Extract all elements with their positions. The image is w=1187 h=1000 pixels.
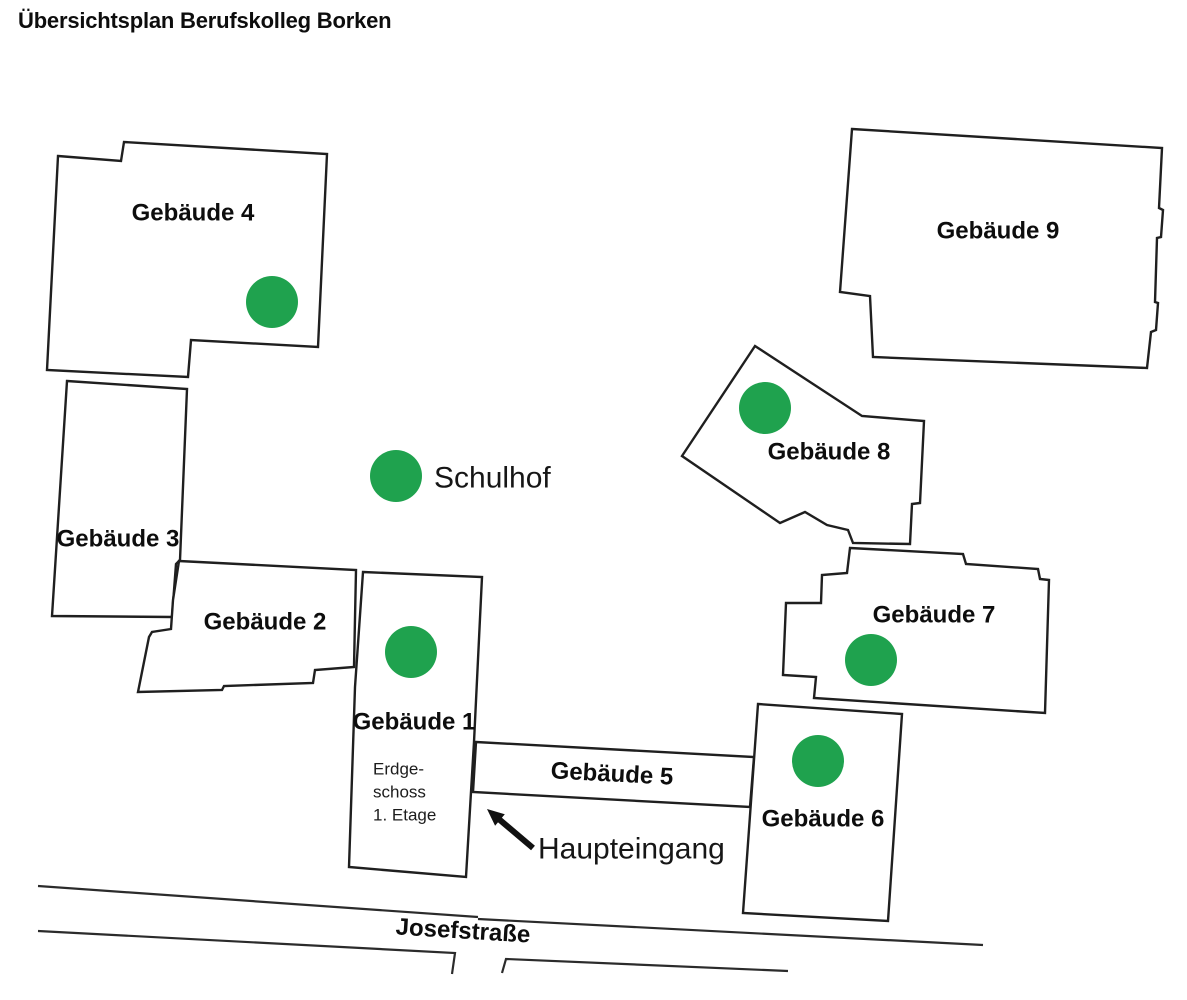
gebaeude-4-outline — [45, 140, 329, 379]
gebaeude-6-outline — [741, 702, 904, 923]
gebaeude-1-sublabel-2: schoss — [373, 783, 426, 802]
schulhof-label: Schulhof — [434, 462, 551, 495]
haupteingang-label: Haupteingang — [538, 833, 725, 866]
building-gebaeude-7: Gebäude 7 — [781, 546, 1051, 715]
gebaeude-9-label: Gebäude 9 — [937, 218, 1060, 245]
building-gebaeude-2: Gebäude 2 — [136, 559, 358, 694]
gebaeude-1-outline — [347, 570, 484, 879]
schulhof: Schulhof — [370, 450, 551, 502]
gebaeude-1-label: Gebäude 1 — [353, 709, 476, 736]
gebaeude-4-marker-dot — [246, 276, 298, 328]
building-gebaeude-5: Gebäude 5 — [471, 740, 756, 809]
street-line-1 — [37, 884, 479, 919]
building-gebaeude-1: Gebäude 1 Erdge-schoss 1. Etage — [347, 570, 484, 879]
gebaeude-3-label: Gebäude 3 — [57, 526, 180, 553]
gebaeude-9-outline — [838, 127, 1165, 370]
building-gebaeude-6: Gebäude 6 — [741, 702, 904, 923]
josefstrasse-label: Josefstraße — [395, 913, 531, 948]
gebaeude-1-marker-dot — [385, 626, 437, 678]
street-line-4 — [500, 957, 789, 974]
gebaeude-6-label: Gebäude 6 — [762, 806, 885, 833]
gebaeude-4-label: Gebäude 4 — [132, 200, 255, 227]
gebaeude-5-label: Gebäude 5 — [550, 757, 674, 790]
gebaeude-7-label: Gebäude 7 — [873, 602, 996, 629]
haupteingang-arrow-head — [487, 809, 505, 826]
gebaeude-3-outline — [50, 379, 189, 619]
street-line-2 — [477, 917, 984, 947]
gebaeude-1-sublabel-3: 1. Etage — [373, 806, 436, 825]
gebaeude-8-marker-dot — [739, 382, 791, 434]
gebaeude-2-outline — [136, 559, 358, 694]
building-gebaeude-8: Gebäude 8 — [680, 344, 926, 546]
street-line-3 — [37, 929, 457, 975]
gebaeude-1-sublabel-1: Erdge- — [373, 760, 424, 779]
gebaeude-7-outline — [781, 546, 1051, 715]
building-gebaeude-3: Gebäude 3 — [50, 379, 189, 619]
schulhof-marker-dot — [370, 450, 422, 502]
haupteingang: Haupteingang — [487, 809, 725, 866]
page-title: Übersichtsplan Berufskolleg Borken — [18, 8, 392, 33]
gebaeude-8-label: Gebäude 8 — [768, 439, 891, 466]
building-gebaeude-9: Gebäude 9 — [838, 127, 1165, 370]
gebaeude-6-marker-dot — [792, 735, 844, 787]
street-josefstrasse: Josefstraße — [37, 884, 984, 975]
gebaeude-7-marker-dot — [845, 634, 897, 686]
building-gebaeude-4: Gebäude 4 — [45, 140, 329, 379]
haupteingang-arrow-shaft — [494, 815, 535, 851]
gebaeude-2-label: Gebäude 2 — [204, 609, 327, 636]
